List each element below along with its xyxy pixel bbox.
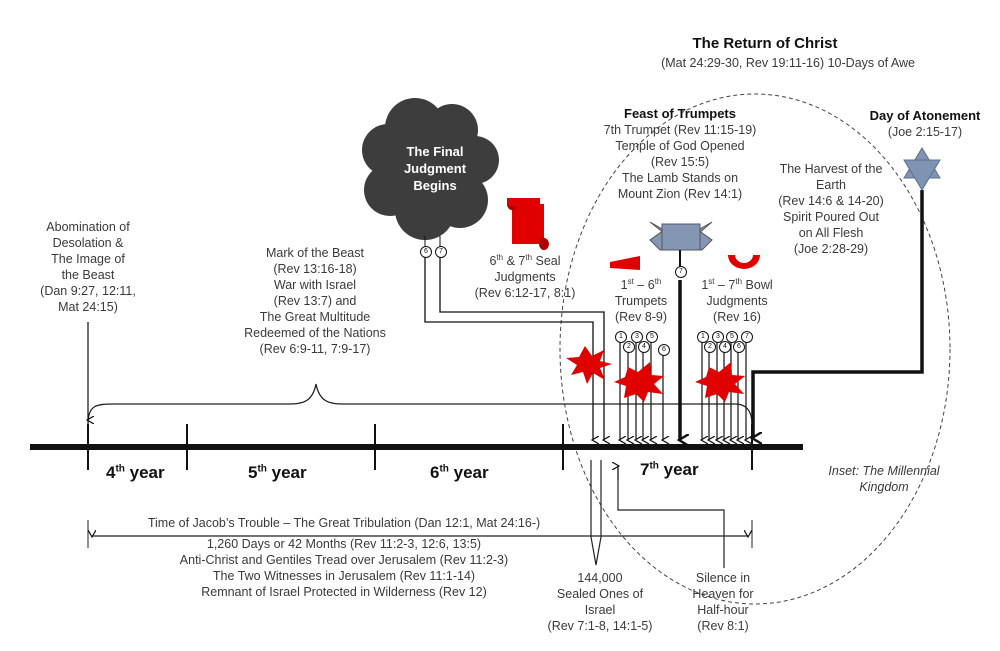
return-of-christ-title: The Return of Christ [640,36,890,52]
return-of-christ-heading: The Return of Christ [692,35,838,52]
abomination-block: Abomination of Desolation & The Image of… [40,220,136,314]
storm-cloud-icon [362,98,499,240]
atonement-arrow [753,190,924,438]
day-of-atonement-title: Day of Atonement [869,108,981,123]
scroll-icon [507,198,549,250]
explosion-icon [566,346,745,402]
seal-marker-6: 6 [420,246,432,258]
harvest-block: The Harvest of the Earth (Rev 14:6 & 14-… [778,162,884,256]
trumpet-marker-1: 1 [615,331,627,343]
bowls-block: 1st – 7th Bowl Judgments (Rev 16) [701,276,773,324]
return-of-christ-ref: (Mat 24:29-30, Rev 19:11-16) 10-Days of … [661,56,915,70]
bowl-marker-2: 2 [704,341,716,353]
tribulation-block: Time of Jacob’s Trouble – The Great Trib… [147,516,541,599]
bowl-marker-7: 7 [741,331,753,343]
banner-icon [649,221,713,270]
trumpet-marker-3: 3 [631,331,643,343]
bowl-marker-3: 3 [712,331,724,343]
trumpet-marker-7: 7 [675,266,687,278]
trumpet-marker-4: 4 [638,341,650,353]
great-tribulation-brace [87,383,753,425]
bowl-marker-5: 5 [726,331,738,343]
day-of-atonement-block: Day of Atonement (Joe 2:15-17) [860,108,990,140]
star-of-david-icon [903,147,941,191]
bowl-marker-1: 1 [697,331,709,343]
silence-block: Silence in Heaven for Half-hour (Rev 8:1… [692,571,754,633]
trumpet-marker-2: 2 [623,341,635,353]
year-4-label: 4th year [106,463,165,482]
year-6-label: 6th year [430,463,489,482]
trumpets-block: 1st – 6th Trumpets (Rev 8-9) [614,276,668,324]
sealed-ones-bracket [590,460,602,566]
millennial-kingdom-inset-circle [559,93,951,605]
seal-judgments-block: 6th & 7th Seal Judgments (Rev 6:12-17, 8… [474,252,576,300]
inset-label: Inset: The Millennial Kingdom [828,464,940,494]
seal-marker-7: 7 [435,246,447,258]
trumpet-icon [610,256,640,270]
year-7-label: 7th year [640,460,699,479]
final-judgment-label: The Final Judgment Begins [403,144,467,193]
trumpet-marker-5: 5 [646,331,658,343]
trumpet-marker-6: 6 [658,344,670,356]
bowl-marker-4: 4 [719,341,731,353]
sealed-ones-block: 144,000 Sealed Ones of Israel (Rev 7:1-8… [547,571,653,633]
bowl-marker-6: 6 [733,341,745,353]
mark-of-beast-block: Mark of the Beast (Rev 13:16-18) War wit… [244,246,386,356]
feast-of-trumpets-block: Feast of Trumpets 7th Trumpet (Rev 11:15… [590,106,770,202]
feast-of-trumpets-title: Feast of Trumpets [624,106,736,121]
bowl-icon [728,255,760,269]
year-5-label: 5th year [248,463,307,482]
silence-arrow [617,468,725,568]
